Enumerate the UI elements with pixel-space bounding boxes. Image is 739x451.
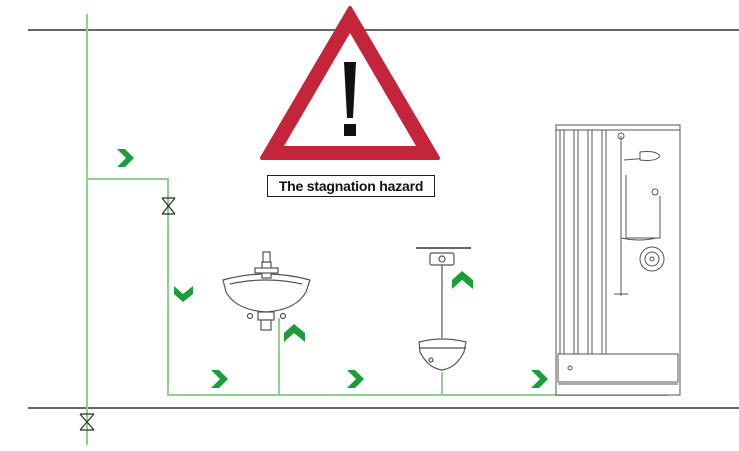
flow-arrow-icon: [452, 271, 473, 289]
valve-icon: [79, 413, 95, 431]
flow-arrow-icon: [211, 370, 228, 388]
hazard-label: The stagnation hazard: [267, 175, 435, 197]
warning-triangle-icon: [260, 6, 440, 160]
valve-icon: [161, 197, 176, 215]
urinal-icon: [416, 247, 471, 371]
flow-arrow-icon: [531, 370, 548, 388]
flow-arrow-icon: [117, 149, 134, 167]
flow-arrow-icon: [284, 324, 305, 342]
flow-arrow-icon: [174, 286, 193, 302]
shower-cabin-icon: [555, 124, 681, 396]
washbasin-icon: [222, 251, 311, 331]
flow-arrow-icon: [347, 370, 364, 388]
